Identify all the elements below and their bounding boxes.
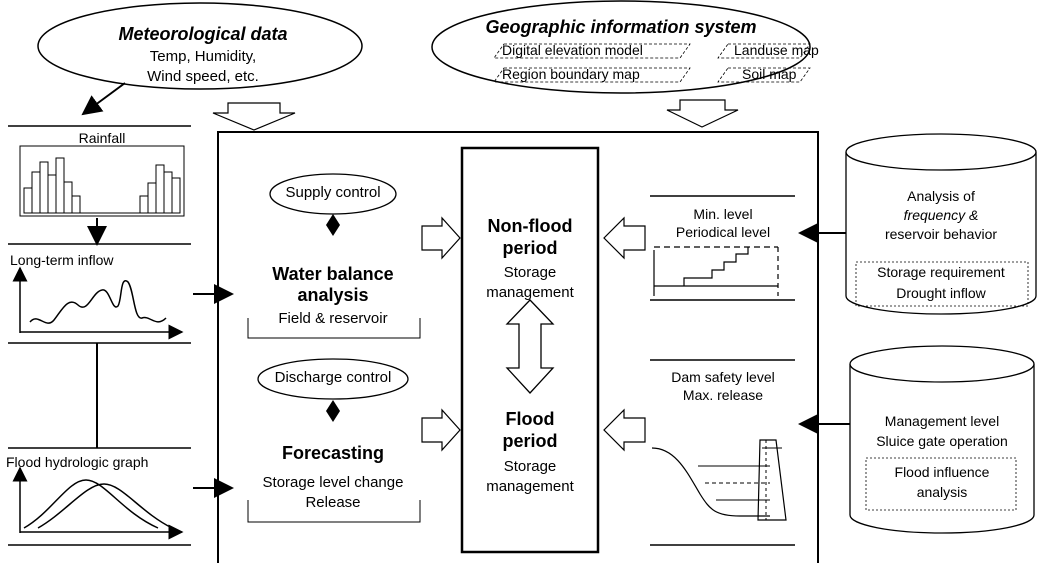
hollow-double-arrow-periods xyxy=(505,299,555,394)
cylinder-analysis xyxy=(845,133,1037,315)
gis-title: Geographic information system xyxy=(485,17,757,37)
water-balance-title-2: analysis xyxy=(297,285,369,305)
dam-safety-level-label: Dam safety level xyxy=(671,369,775,385)
meteorological-title: Meteorological data xyxy=(118,24,288,44)
discharge-control-label: Discharge control xyxy=(274,369,392,386)
non-flood-subtitle-2: management xyxy=(486,284,574,301)
cyl1-line4: Storage requirement xyxy=(877,264,1005,280)
non-flood-title-1: Non-flood xyxy=(487,216,573,236)
gis-ellipse xyxy=(431,0,811,94)
water-balance-bracket xyxy=(247,318,421,339)
gis-boundary: Region boundary map xyxy=(502,66,640,82)
cyl2-line4: analysis xyxy=(916,484,968,500)
flood-graph-chart xyxy=(12,466,184,540)
forecasting-title: Forecasting xyxy=(281,443,385,463)
meteorological-line2: Wind speed, etc. xyxy=(147,68,259,85)
cyl1-line5: Drought inflow xyxy=(896,285,986,301)
cyl2-line1: Management level xyxy=(884,413,1000,429)
hollow-arrow-meteo xyxy=(212,102,296,131)
flood-period-subtitle-2: management xyxy=(486,478,574,495)
gis-dem: Digital elevation model xyxy=(502,42,643,58)
rainfall-label: Rainfall xyxy=(78,130,126,146)
cyl1-line1: Analysis of xyxy=(907,188,975,204)
flood-period-subtitle-1: Storage xyxy=(503,458,557,475)
double-arrow-supply xyxy=(326,214,340,236)
main-box xyxy=(217,131,819,563)
forecasting-bracket xyxy=(247,500,421,523)
flood-hydrologic-graph-label: Flood hydrologic graph xyxy=(6,454,149,470)
hollow-arrow-wb-to-nonflood xyxy=(421,216,461,260)
water-balance-subtitle: Field & reservoir xyxy=(278,310,388,327)
inflow-chart xyxy=(12,266,184,340)
rainfall-chart xyxy=(19,145,185,217)
forecasting-subtitle-1: Storage level change xyxy=(262,474,404,491)
water-balance-title-1: Water balance xyxy=(272,264,394,284)
double-arrow-discharge xyxy=(326,400,340,422)
gis-soil: Soil map xyxy=(742,66,797,82)
max-release-label: Max. release xyxy=(682,387,764,403)
cyl1-line2: frequency & xyxy=(903,207,979,223)
periodical-level-label: Periodical level xyxy=(675,224,771,240)
hollow-arrow-gis xyxy=(666,99,739,128)
forecasting-subtitle-2: Release xyxy=(305,494,361,511)
non-flood-title-2: period xyxy=(502,238,558,258)
cyl2-line2: Sluice gate operation xyxy=(876,433,1008,449)
cylinder-management xyxy=(849,345,1035,534)
cyl2-line3: Flood influence xyxy=(894,464,990,480)
meteorological-line1: Temp, Humidity, xyxy=(149,48,257,65)
flood-period-title-1: Flood xyxy=(505,409,555,429)
gis-landuse: Landuse map xyxy=(734,42,819,58)
level-schematic xyxy=(650,195,795,301)
discharge-control-ellipse xyxy=(257,358,409,400)
hollow-arrow-right-to-flood xyxy=(603,408,646,452)
non-flood-subtitle-1: Storage xyxy=(503,264,557,281)
hollow-arrow-right-to-nonflood xyxy=(603,216,646,260)
meteorological-ellipse xyxy=(37,2,363,90)
arrow-meteo-to-rainfall xyxy=(81,82,126,116)
long-term-inflow-label: Long-term inflow xyxy=(10,252,114,268)
min-level-label: Min. level xyxy=(693,206,753,222)
supply-control-label: Supply control xyxy=(285,184,381,201)
dam-schematic xyxy=(650,359,795,546)
flood-period-title-2: period xyxy=(502,431,558,451)
gis-item-boxes xyxy=(493,43,811,83)
cyl1-line3: reservoir behavior xyxy=(884,226,998,242)
hollow-arrow-fc-to-flood xyxy=(421,408,461,452)
